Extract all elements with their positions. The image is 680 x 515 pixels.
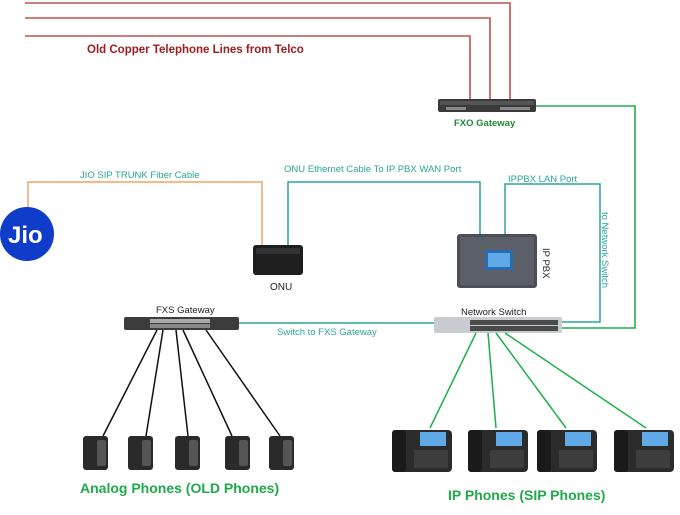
switch-to-fxs-label: Switch to FXS Gateway	[277, 327, 377, 338]
ip-phone	[392, 430, 452, 472]
analog-phone-wires	[102, 329, 281, 437]
analog-phone	[128, 436, 153, 470]
analog-phone	[175, 436, 200, 470]
ip-phone-wires	[429, 332, 647, 429]
fxs-gateway-device	[124, 317, 239, 330]
jio-logo: Jio	[0, 207, 54, 261]
fxo-to-switch-link	[536, 105, 636, 329]
onu-ethernet-label: ONU Ethernet Cable To IP PBX WAN Port	[284, 164, 462, 175]
fxo-gateway-device	[438, 99, 536, 112]
onu-device	[253, 245, 303, 275]
ip-pbx-label: IP PBX	[540, 248, 551, 279]
to-network-switch-label: to Network Switch	[599, 212, 610, 288]
analog-phone	[269, 436, 294, 470]
fxo-gateway-label: FXO Gateway	[454, 118, 516, 129]
ippbx-lan-cable	[504, 183, 601, 323]
ip-phone	[537, 430, 597, 472]
onu-ethernet-cable	[287, 181, 481, 246]
ippbx-lan-label: IPPBX LAN Port	[508, 174, 578, 185]
ip-phone	[614, 430, 674, 472]
analog-phone	[83, 436, 108, 470]
analog-phone	[225, 436, 250, 470]
ip-phones-title: IP Phones (SIP Phones)	[448, 487, 605, 503]
analog-phones-title: Analog Phones (OLD Phones)	[80, 480, 279, 496]
network-switch-label: Network Switch	[461, 307, 526, 318]
onu-label: ONU	[270, 282, 292, 293]
jio-logo-text: Jio	[8, 222, 43, 249]
fxs-gateway-label: FXS Gateway	[156, 305, 215, 316]
telco-lines-label: Old Copper Telephone Lines from Telco	[87, 44, 304, 56]
ip-phone	[468, 430, 528, 472]
jio-trunk-label: JIO SIP TRUNK Fiber Cable	[80, 170, 200, 181]
network-switch-device	[434, 317, 562, 333]
copper-telephone-lines	[25, 2, 511, 100]
jio-fiber-cable	[27, 181, 263, 246]
ip-pbx-device	[457, 234, 537, 288]
